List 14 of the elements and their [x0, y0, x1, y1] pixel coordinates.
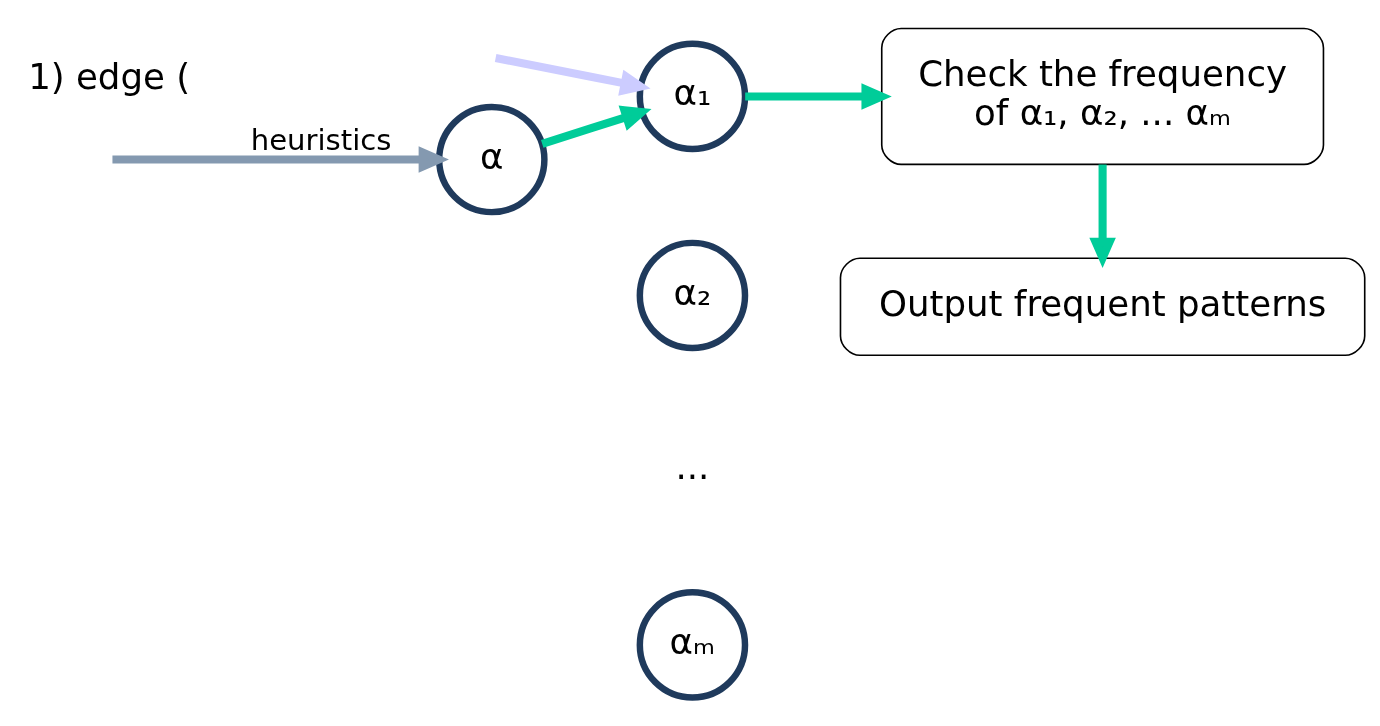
arrow: [541, 105, 652, 148]
node-circle: α₂: [636, 239, 749, 352]
node-circle: α₁: [636, 40, 749, 153]
node-box: Output frequent patterns: [839, 257, 1366, 357]
arrow: [745, 83, 892, 110]
node-circle: αₘ: [636, 589, 749, 701]
arrow: [494, 54, 651, 96]
node-circle: α: [435, 103, 548, 216]
label: ...: [675, 446, 710, 488]
label: 1) edge (: [28, 56, 191, 98]
arrow: [1089, 164, 1116, 268]
edge-label: heuristics: [250, 123, 392, 158]
arrow: [112, 146, 449, 173]
node-box: Check the frequency of α₁, α₂, ... αₘ: [880, 27, 1325, 166]
